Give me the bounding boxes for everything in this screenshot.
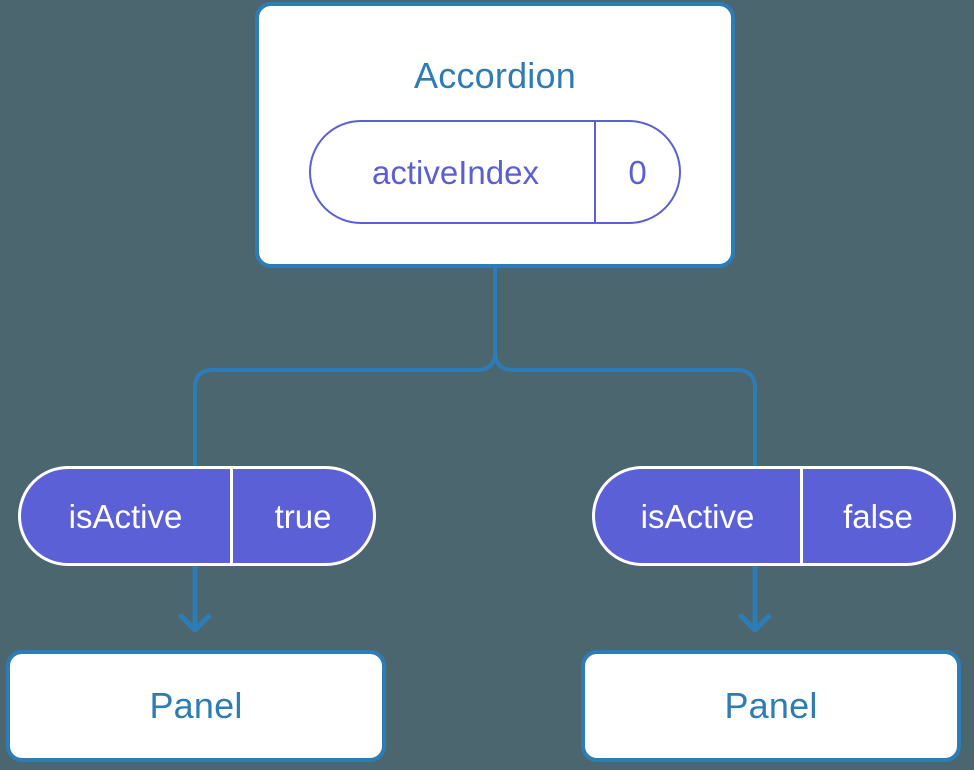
prop-pill-value-left: true xyxy=(274,497,332,535)
accordion-title: Accordion xyxy=(414,55,576,96)
prop-pill-value-right: false xyxy=(843,497,913,535)
state-pill-active-index[interactable]: activeIndex 0 xyxy=(309,120,681,224)
panel-node-left[interactable]: Panel xyxy=(6,650,386,762)
state-pill-value: 0 xyxy=(628,153,647,191)
prop-pill-key-left: isActive xyxy=(21,469,233,563)
arrow-down-icon-right xyxy=(738,565,772,633)
panel-node-right[interactable]: Panel xyxy=(581,650,961,762)
prop-pill-is-active-true[interactable]: isActive true xyxy=(18,466,376,566)
panel-title-right: Panel xyxy=(724,685,818,726)
panel-title-left: Panel xyxy=(149,685,243,726)
state-pill-key: activeIndex xyxy=(311,122,596,222)
accordion-node[interactable]: Accordion activeIndex 0 xyxy=(255,2,735,268)
tree-split-connector-icon xyxy=(193,266,757,468)
arrow-down-icon-left xyxy=(178,565,212,633)
prop-pill-is-active-false[interactable]: isActive false xyxy=(592,466,956,566)
prop-pill-key-right: isActive xyxy=(595,469,803,563)
